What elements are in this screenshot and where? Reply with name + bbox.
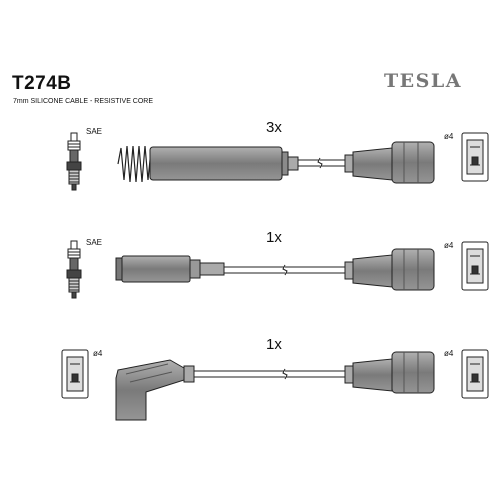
diameter-label: ø4 <box>444 241 454 250</box>
spring-icon <box>117 145 155 183</box>
quantity-label: 1x <box>266 336 282 353</box>
terminal-cap-icon <box>461 349 489 399</box>
part-code: T274B <box>12 73 72 94</box>
distributor-boot <box>344 248 435 291</box>
terminal-cap-icon <box>61 349 89 399</box>
quantity-label: 3x <box>266 119 282 136</box>
brand-logo: TESLA <box>384 70 462 92</box>
terminal-cap-icon <box>461 132 489 182</box>
lead-row-1: SAE ø4 3x <box>66 119 489 191</box>
terminal-label: SAE <box>86 127 102 136</box>
spark-plug-icon <box>66 240 82 299</box>
distributor-boot <box>344 351 435 394</box>
quantity-label: 1x <box>266 229 282 246</box>
spark-plug-icon <box>66 132 82 191</box>
diameter-label: ø4 <box>93 349 103 358</box>
distributor-boot <box>344 141 435 184</box>
lead-row-2: SAE ø4 1x <box>66 229 489 299</box>
terminal-cap-icon <box>461 241 489 291</box>
cable <box>194 370 345 378</box>
lead-row-3: ø4 ø4 1x <box>61 336 489 421</box>
angled-boot <box>115 359 195 421</box>
plug-boot <box>115 255 225 283</box>
diameter-label: ø4 <box>444 349 454 358</box>
diameter-label: ø4 <box>444 132 454 141</box>
plug-boot <box>149 146 283 181</box>
cable-description: 7mm SILICONE CABLE - RESISTIVE CORE <box>13 98 154 105</box>
terminal-label: SAE <box>86 238 102 247</box>
